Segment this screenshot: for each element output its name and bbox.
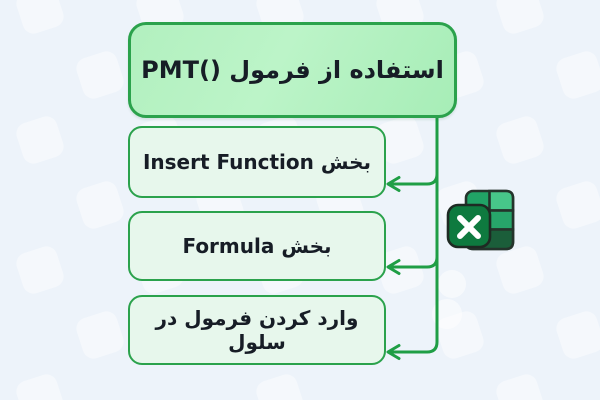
- connector-branch-1: [390, 172, 439, 186]
- connector-trunk: [390, 116, 439, 354]
- node-label: وارد کردن فرمول در سلول: [155, 306, 359, 354]
- header-node: استفاده از فرمول PMT()‎: [128, 22, 457, 118]
- node-enter-formula-in-cell: وارد کردن فرمول در سلول: [128, 295, 386, 365]
- node-label: بخش Insert Function: [142, 150, 372, 174]
- node-formula: بخش Formula: [128, 211, 386, 281]
- excel-x-badge: [446, 203, 492, 249]
- arrow-left-icon: [386, 344, 401, 360]
- node-insert-function: بخش Insert Function: [128, 126, 386, 198]
- connector-branch-2: [390, 255, 439, 269]
- header-title: استفاده از فرمول PMT()‎: [141, 56, 444, 84]
- watermark-blob: [432, 270, 466, 329]
- arrow-left-icon: [386, 176, 401, 192]
- arrow-left-icon: [386, 259, 401, 275]
- node-label: بخش Formula: [182, 234, 332, 258]
- excel-icon: [446, 189, 515, 251]
